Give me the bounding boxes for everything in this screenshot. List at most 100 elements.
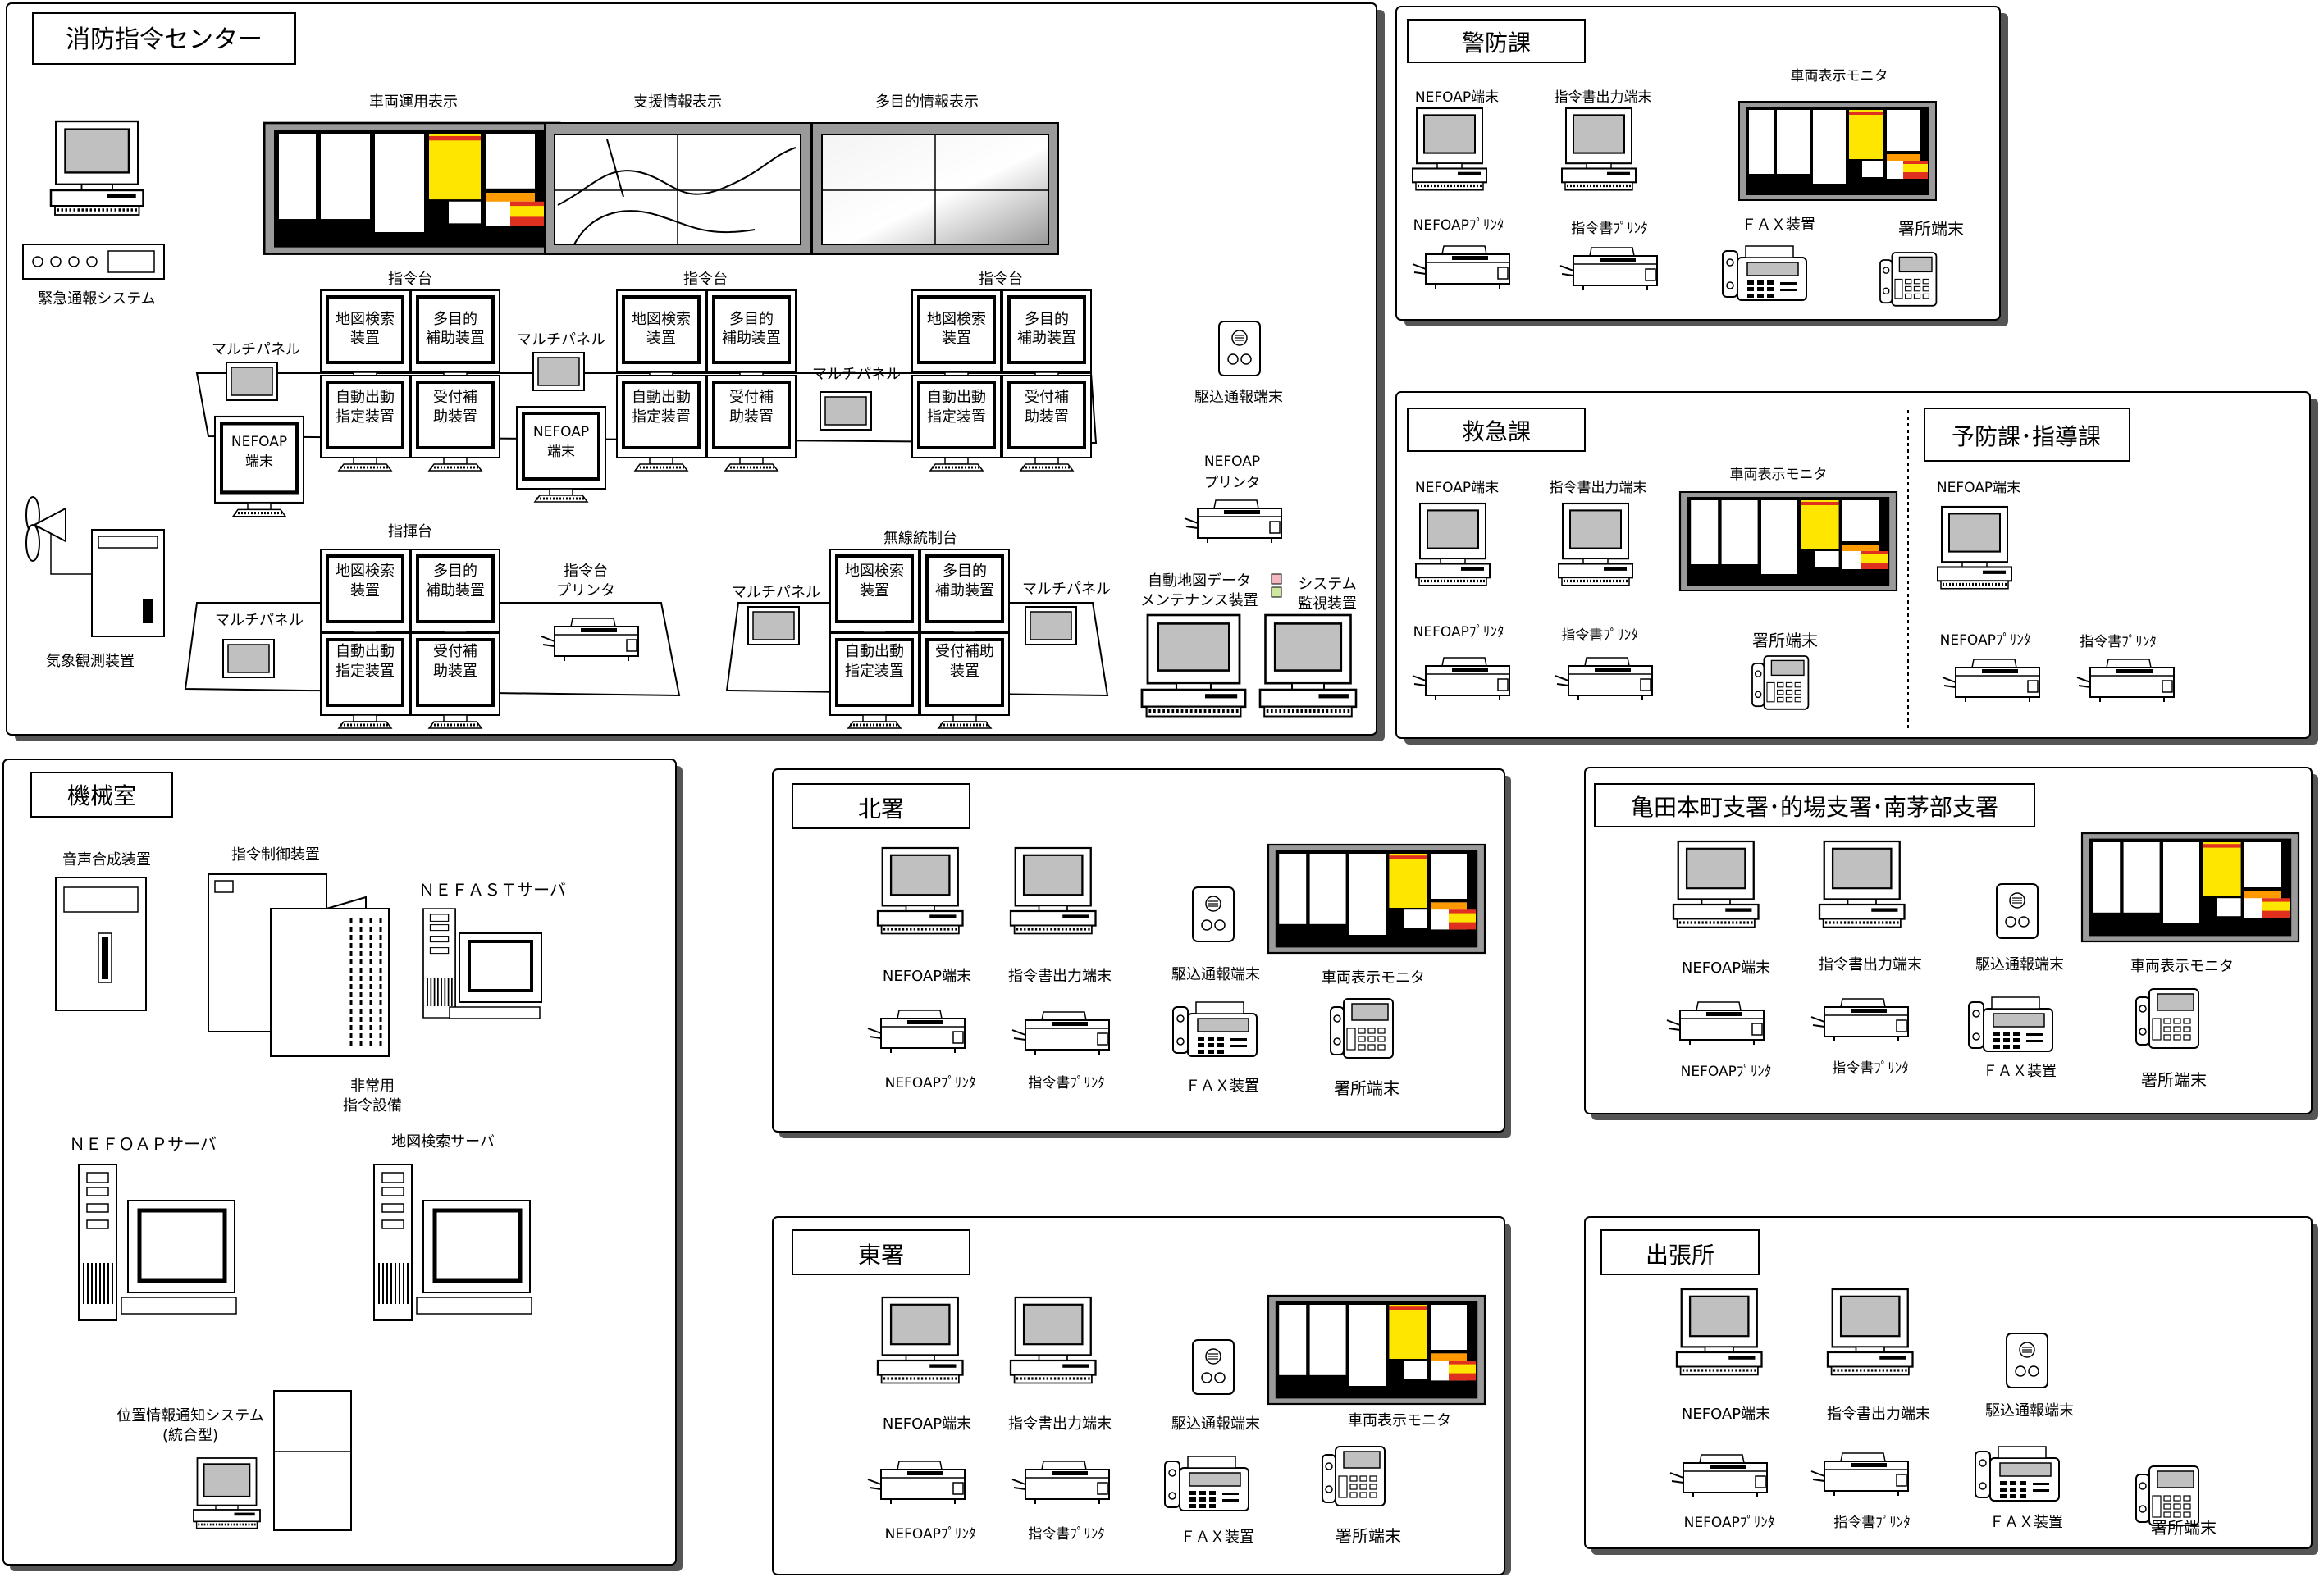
- c3-map-search-1: 地図検索: [927, 311, 986, 328]
- outpost-title: 出張所: [1646, 1242, 1714, 1269]
- outpost-order-out: 指令書出力端末: [1827, 1406, 1930, 1423]
- kyukyu-station-term: 署所端末: [1752, 631, 1818, 650]
- kita-fax: ＦＡＸ装置: [1185, 1078, 1259, 1095]
- label-console-2: 指令台: [683, 271, 728, 288]
- c3-auto-dispatch-2: 指定装置: [927, 408, 986, 426]
- emergency-call-system: 緊急通報システム: [22, 120, 165, 308]
- keibo-order-out: 指令書出力端末: [1555, 89, 1652, 106]
- label-multipanel-radio-left: マルチパネル: [732, 584, 820, 601]
- kyukyu-nefoap-printer: NEFOAPﾌﾟﾘﾝﾀ: [1413, 624, 1504, 640]
- c3-multi-aux-2: 補助装置: [1017, 330, 1076, 347]
- rc-reception-2: 装置: [950, 663, 979, 680]
- outpost-nefoap-printer: NEFOAPﾌﾟﾘﾝﾀ: [1684, 1515, 1775, 1531]
- label-multipanel-cmd: マルチパネル: [215, 612, 304, 629]
- c3-auto-dispatch-1: 自動出動: [927, 389, 986, 406]
- cc-multi-aux-1: 多目的: [433, 563, 477, 580]
- branches-vehicle-monitor: 車両表示モニタ: [2130, 958, 2234, 975]
- kyukyu-order-printer: 指令書ﾌﾟﾘﾝﾀ: [1561, 627, 1638, 644]
- keibo-nefoap-printer: NEFOAPﾌﾟﾘﾝﾀ: [1413, 217, 1504, 234]
- label-order-ctrl: 指令制御装置: [231, 846, 320, 864]
- higashi-title: 東署: [858, 1242, 904, 1269]
- kyukyu-order-out: 指令書出力端末: [1550, 480, 1647, 496]
- label-radio-console: 無線統制台: [883, 530, 957, 547]
- rc-auto-dispatch-2: 指定装置: [845, 663, 904, 680]
- branches-rush-term: 駆込通報端末: [1975, 956, 2064, 973]
- c2-map-search-2: 装置: [646, 330, 676, 347]
- label-console-printer-2: プリンタ: [556, 582, 615, 599]
- label-multipanel-radio-right: マルチパネル: [1022, 581, 1111, 598]
- keibo-vehicle-monitor: 車両表示モニタ: [1791, 68, 1888, 84]
- cc-map-search-2: 装置: [350, 582, 380, 599]
- yobo-title: 予防課･指導課: [1952, 423, 2101, 450]
- label-emergency-eq-2: 指令設備: [343, 1097, 402, 1114]
- display-wall: [263, 121, 1059, 256]
- keibo-title: 警防課: [1462, 30, 1531, 57]
- label-sys-monitor-1: システム: [1298, 576, 1356, 593]
- kyukyu-vehicle-monitor: 車両表示モニタ: [1730, 467, 1828, 483]
- higashi-nefoap-term: NEFOAP端末: [883, 1415, 971, 1433]
- label-multi-display: 多目的情報表示: [875, 93, 979, 111]
- branches-order-printer: 指令書ﾌﾟﾘﾝﾀ: [1832, 1060, 1909, 1077]
- radio-console: 無線統制台 地図検索 装置 多目的 補助装置 自動出動 指定装置 受付補助 装置…: [725, 530, 1111, 730]
- higashi-station-section: 東署 NEFOAP端末 指令書出力端末 駆込通報端末 車両表示モニタ NEFOA…: [772, 1216, 1511, 1575]
- higashi-vehicle-monitor: 車両表示モニタ: [1348, 1412, 1451, 1429]
- kita-vehicle-monitor: 車両表示モニタ: [1322, 969, 1425, 987]
- keibo-section: 警防課 NEFOAP端末 指令書出力端末 車両表示モニタ NEFOAPﾌﾟﾘﾝﾀ…: [1395, 6, 2008, 326]
- label-nefoap-server: ＮＥＦＯＡＰサーバ: [69, 1134, 217, 1154]
- c1-multi-aux-2: 補助装置: [426, 330, 485, 347]
- higashi-station-term: 署所端末: [1336, 1526, 1401, 1546]
- label-voice-synth: 音声合成装置: [62, 851, 151, 868]
- yobo-nefoap-printer: NEFOAPﾌﾟﾘﾝﾀ: [1940, 632, 2031, 649]
- c1-reception-1: 受付補: [433, 389, 477, 406]
- machine-room-title: 機械室: [67, 782, 136, 809]
- label-nefast: ＮＥＦＡＳＴサーバ: [418, 880, 566, 900]
- c1-map-search-1: 地図検索: [336, 311, 395, 328]
- rc-auto-dispatch-1: 自動出動: [845, 643, 904, 660]
- dispatch-center-title: 消防指令センター: [66, 25, 263, 54]
- dispatch-center-section: 消防指令センター 車両運用表示 支援情報表示 多目的情報表示: [6, 2, 1385, 741]
- label-nefoap-printer-2: プリンタ: [1204, 475, 1260, 491]
- rc-map-search-2: 装置: [860, 582, 889, 599]
- kyukyu-nefoap-term: NEFOAP端末: [1415, 480, 1499, 496]
- outpost-rush-term: 駆込通報端末: [1985, 1402, 2074, 1420]
- c1-map-search-2: 装置: [350, 330, 380, 347]
- dispatch-console-1: 指令台 地図検索 装置 多目的 補助装置 自動出動 指定装置 受付補 助装置 マ…: [195, 271, 1098, 517]
- keibo-nefoap-term: NEFOAP端末: [1415, 89, 1499, 106]
- c2-reception-1: 受付補: [729, 389, 774, 406]
- c1-reception-2: 助装置: [433, 408, 477, 426]
- label-vehicle-display: 車両運用表示: [369, 93, 458, 111]
- cc-auto-dispatch-2: 指定装置: [336, 663, 395, 680]
- label-map-maint-1: 自動地図データ: [1148, 572, 1251, 590]
- c2-reception-2: 助装置: [729, 408, 774, 426]
- yobo-nefoap-term: NEFOAP端末: [1937, 480, 2020, 496]
- branches-station-term: 署所端末: [2141, 1070, 2207, 1090]
- label-weather: 気象観測装置: [46, 653, 135, 670]
- label-console-printer-1: 指令台: [564, 563, 608, 580]
- outpost-section: 出張所 NEFOAP端末 指令書出力端末 駆込通報端末 NEFOAPﾌﾟﾘﾝﾀ …: [1584, 1216, 2318, 1555]
- cc-reception-1: 受付補: [433, 643, 477, 660]
- branches-title: 亀田本町支署･的場支署･南茅部支署: [1631, 794, 1998, 821]
- label-multipanel-2: マルチパネル: [517, 331, 605, 349]
- label-sys-monitor-2: 監視装置: [1298, 595, 1357, 613]
- label-nefoap-printer-1: NEFOAP: [1204, 454, 1260, 470]
- machine-room-section: 機械室 音声合成装置 指令制御装置 非常用 指令設備 ＮＥＦＡＳＴサーバ ＮＥＦ…: [2, 759, 683, 1571]
- rc-multi-aux-1: 多目的: [943, 563, 987, 580]
- kita-title: 北署: [858, 795, 904, 823]
- kita-nefoap-term: NEFOAP端末: [883, 968, 971, 985]
- rc-map-search-1: 地図検索: [845, 563, 904, 580]
- label-emergency-eq-1: 非常用: [350, 1078, 395, 1095]
- higashi-order-out: 指令書出力端末: [1008, 1415, 1112, 1433]
- c1-auto-dispatch-1: 自動出動: [336, 389, 395, 406]
- label-console-1: 指令台: [388, 271, 432, 288]
- kyukyu-yobo-section: 救急課 NEFOAP端末 指令書出力端末 車両表示モニタ NEFOAPﾌﾟﾘﾝﾀ…: [1395, 391, 2318, 745]
- c3-reception-2: 助装置: [1025, 408, 1069, 426]
- outpost-order-printer: 指令書ﾌﾟﾘﾝﾀ: [1833, 1515, 1911, 1531]
- branches-fax: ＦＡＸ装置: [1983, 1063, 2057, 1080]
- branches-order-out: 指令書出力端末: [1819, 956, 1922, 973]
- keibo-station-term: 署所端末: [1898, 219, 1964, 239]
- label-location-system-2: (統合型): [162, 1427, 218, 1444]
- c2-multi-aux-1: 多目的: [729, 311, 774, 328]
- outpost-nefoap-term: NEFOAP端末: [1682, 1406, 1770, 1423]
- cc-auto-dispatch-1: 自動出動: [336, 643, 395, 660]
